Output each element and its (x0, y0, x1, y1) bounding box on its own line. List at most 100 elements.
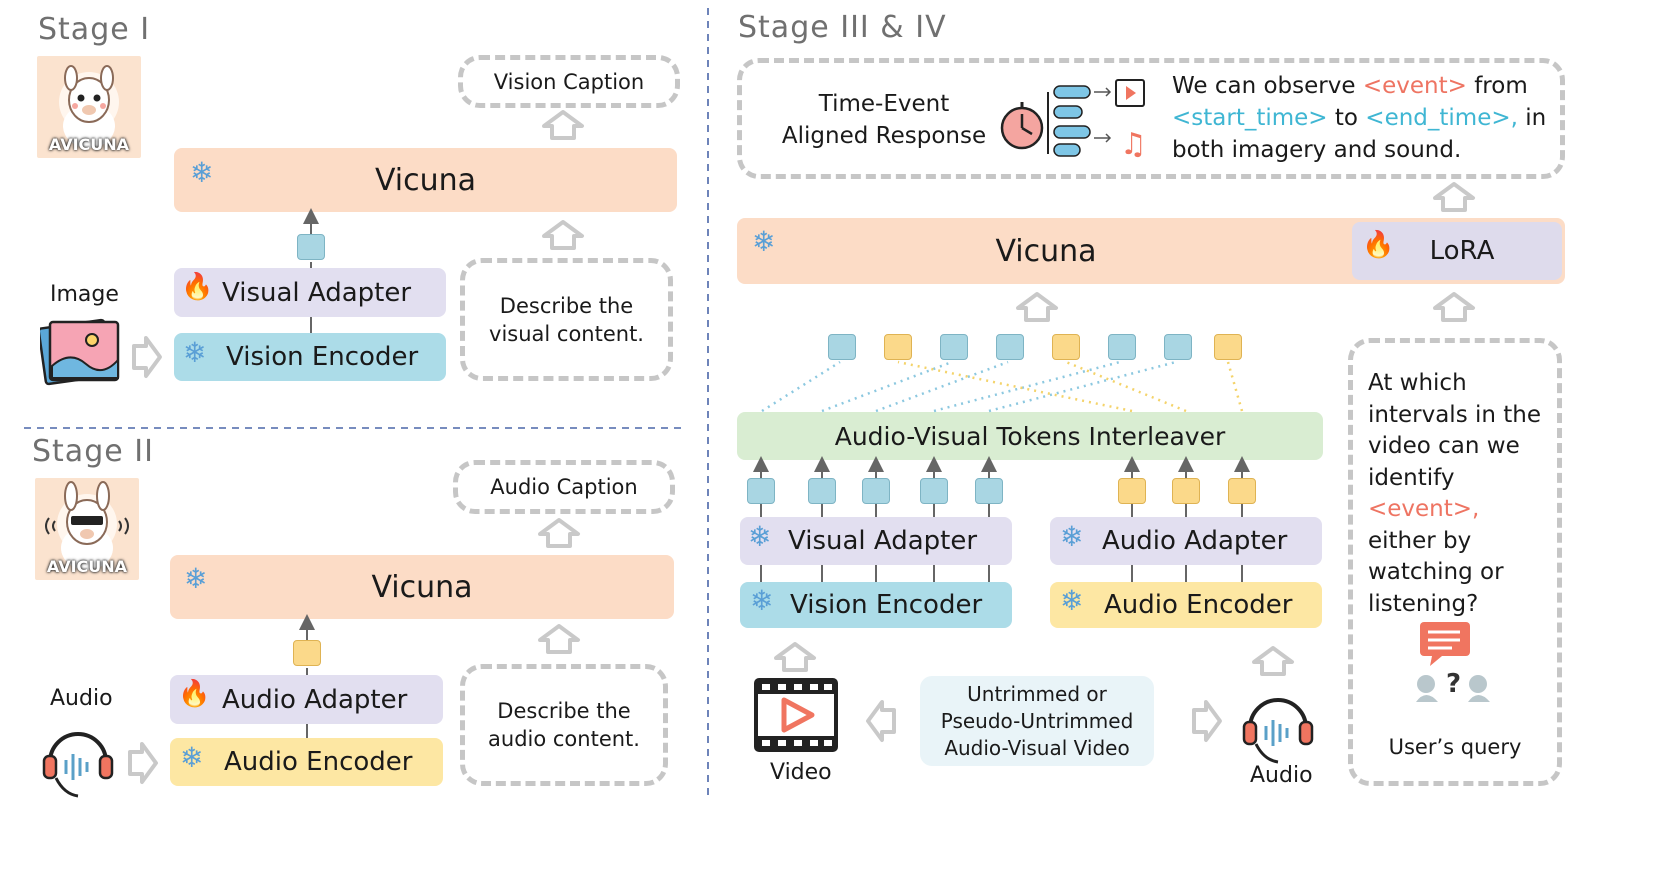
audio-token (1228, 478, 1256, 504)
snowflake-icon: ❄ (752, 225, 776, 258)
stage34-audio-adapter-label: Audio Adapter (1102, 526, 1288, 556)
interleaver-label: Audio-Visual Tokens Interleaver (834, 421, 1226, 451)
snowflake-icon: ❄ (183, 336, 207, 369)
fire-icon: 🔥 (178, 679, 211, 709)
stage1-vicuna-label: Vicuna (374, 162, 477, 198)
source-video-label: Untrimmed or Pseudo-Untrimmed Audio-Visu… (940, 681, 1134, 760)
query-text-part: either by watching or listening? (1368, 527, 1504, 617)
interleaved-visual-token (828, 334, 856, 360)
response-box (737, 58, 1565, 179)
audio-token (293, 640, 321, 666)
interleaved-visual-token (940, 334, 968, 360)
snowflake-icon: ❄ (1060, 520, 1084, 553)
stage1-title: Stage I (38, 12, 151, 47)
avicuna-logo: AVICUNA (37, 56, 141, 158)
stage2-prompt-text: Describe the audio content. (488, 699, 640, 751)
interleaved-visual-token (996, 334, 1024, 360)
query-label: User’s query (1388, 735, 1522, 759)
start-time-token: <start_time> (1172, 105, 1328, 131)
response-text: We can observe <event> from <start_time>… (1172, 70, 1550, 166)
visual-token (747, 478, 775, 504)
interleaved-audio-token (1052, 334, 1080, 360)
stage1-prompt-box: Describe the visual content. (460, 258, 673, 381)
stage2-vicuna-label: Vicuna (371, 569, 473, 605)
video-label: Video (770, 760, 832, 785)
audio-token (1118, 478, 1146, 504)
snowflake-icon: ❄ (1060, 584, 1084, 617)
stage2-prompt-box: Describe the audio content. (460, 664, 668, 786)
stage2-audio-adapter-label: Audio Adapter (222, 684, 408, 715)
snowflake-icon: ❄ (180, 741, 204, 774)
llama-icon (45, 481, 129, 570)
lora-label: LoRA (1429, 236, 1495, 266)
stage34-visual-adapter-label: Visual Adapter (788, 526, 978, 556)
stage34-vicuna-label: Vicuna (995, 233, 1097, 269)
svg-text:?: ? (1446, 669, 1461, 699)
stage1-visual-adapter-label: Visual Adapter (222, 277, 412, 308)
interleaved-audio-token (884, 334, 912, 360)
interleaved-audio-token (1214, 334, 1242, 360)
stage2-vicuna: Vicuna (170, 555, 674, 619)
stage34-audio-encoder-label: Audio Encoder (1104, 590, 1293, 620)
llama-icon (59, 65, 119, 148)
stage1-vision-encoder-label: Vision Encoder (226, 342, 419, 372)
visual-token (975, 478, 1003, 504)
end-time-token: <end_time>, (1365, 105, 1518, 131)
avicuna-logo: AVICUNA (35, 478, 139, 580)
visual-token (297, 234, 325, 260)
logo-text: AVICUNA (48, 135, 130, 154)
visual-token (920, 478, 948, 504)
stage2-audio-encoder-label: Audio Encoder (224, 747, 413, 777)
source-video-box: Untrimmed or Pseudo-Untrimmed Audio-Visu… (920, 676, 1154, 766)
response-label: Time-Event Aligned Response (781, 91, 987, 149)
interleaved-visual-token (1108, 334, 1136, 360)
logo-text: AVICUNA (46, 557, 128, 576)
event-token: <event>, (1368, 496, 1480, 522)
stage1-prompt-text: Describe the visual content. (489, 293, 644, 346)
visual-token (808, 478, 836, 504)
audio-caption-label: Audio Caption (490, 475, 638, 499)
response-text-part: to (1327, 105, 1366, 131)
headphones-icon (1242, 698, 1314, 764)
stage2-title: Stage II (32, 434, 154, 469)
event-token: <event> (1362, 73, 1467, 99)
chat-icon: ? (1416, 622, 1490, 702)
audio-caption-box: Audio Caption (453, 460, 675, 514)
stage2-audio-adapter: Audio Adapter (170, 675, 443, 724)
response-text-part: from (1466, 73, 1528, 99)
query-box (1348, 338, 1562, 786)
snowflake-icon: ❄ (748, 520, 772, 553)
stage34-visual-adapter: Visual Adapter (740, 517, 1012, 565)
image-icon (40, 318, 120, 386)
lora-box: LoRA (1352, 222, 1562, 280)
stage34-vision-encoder: Vision Encoder (740, 582, 1012, 628)
fire-icon: 🔥 (1362, 230, 1395, 260)
svg-text:♫: ♫ (1120, 127, 1147, 162)
stage34-audio-encoder: Audio Encoder (1050, 582, 1322, 628)
query-text-part: At which intervals in the video can we i… (1368, 370, 1542, 491)
timer-icon: ♫ (1000, 79, 1147, 162)
query-text: At which intervals in the video can we i… (1368, 368, 1554, 620)
fire-icon: 🔥 (181, 272, 214, 302)
snowflake-icon: ❄ (184, 562, 208, 595)
vision-caption-box: Vision Caption (458, 55, 680, 108)
audio-label: Audio (50, 686, 113, 711)
stage34-title: Stage III & IV (738, 10, 947, 45)
stage1-vicuna: Vicuna (174, 148, 677, 212)
stage34-vision-encoder-label: Vision Encoder (790, 590, 983, 620)
visual-token (862, 478, 890, 504)
vision-caption-label: Vision Caption (493, 69, 645, 94)
stage1-vision-encoder: Vision Encoder (174, 333, 446, 381)
snowflake-icon: ❄ (190, 156, 214, 189)
image-label: Image (50, 282, 119, 307)
headphones-icon (42, 732, 114, 798)
response-text-part: We can observe (1172, 73, 1363, 99)
stage2-audio-encoder: Audio Encoder (170, 738, 443, 786)
stage1-visual-adapter: Visual Adapter (174, 268, 446, 317)
response-text-part: in both imagery and sound. (1172, 105, 1547, 163)
audio-label: Audio (1250, 763, 1313, 788)
interleaver-box: Audio-Visual Tokens Interleaver (737, 412, 1323, 460)
video-icon (754, 678, 838, 752)
stage34-audio-adapter: Audio Adapter (1050, 517, 1322, 565)
